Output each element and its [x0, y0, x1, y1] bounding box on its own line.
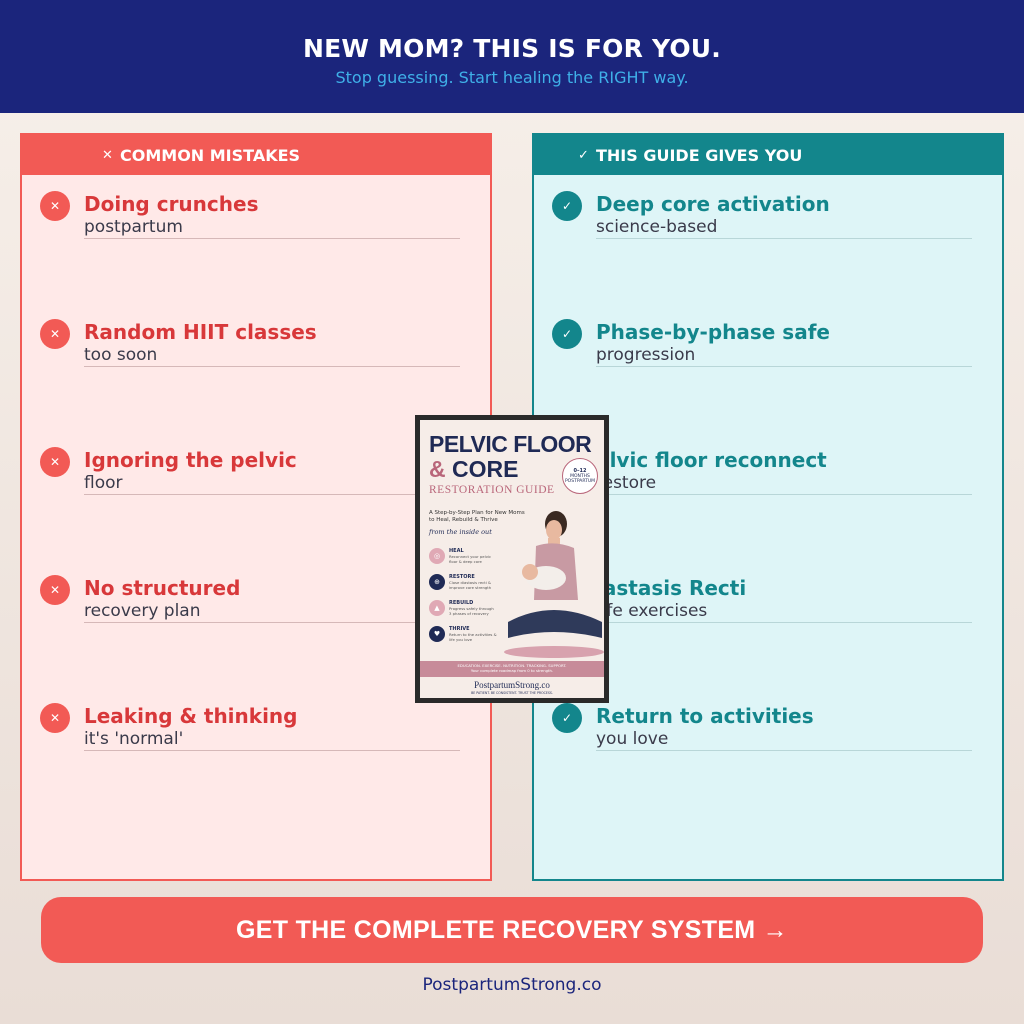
checkmark-icon: ✓	[552, 319, 582, 349]
book-tagline: A Step-by-Step Plan for New Moms to Heal…	[429, 510, 525, 523]
guide-benefits-header: ✓ THIS GUIDE GIVES YOU	[534, 135, 1002, 175]
benefit-subtitle: progression	[596, 345, 696, 365]
x-mark-icon: ✕	[40, 191, 70, 221]
mistake-item: ✕ Ignoring the pelvic floor	[40, 447, 462, 507]
common-mistakes-header: ✕ COMMON MISTAKES	[22, 135, 490, 175]
book-brand: PostpartumStrong.co	[474, 680, 550, 690]
benefit-subtitle: you love	[596, 729, 669, 749]
mistake-title: Ignoring the pelvic	[84, 448, 297, 472]
x-mark-icon: ✕	[102, 147, 113, 163]
x-mark-icon: ✕	[40, 447, 70, 477]
checkmark-icon: ✓	[552, 703, 582, 733]
benefit-item: ✓ Return to activities you love	[552, 703, 974, 763]
mistake-title: Random HIIT classes	[84, 320, 317, 344]
book-feature-band: EDUCATION. EXERCISE. NUTRITION. TRACKING…	[420, 661, 604, 677]
book-brand-tagline: BE PATIENT. BE CONSISTENT. TRUST THE PRO…	[471, 691, 553, 695]
benefit-subtitle: afe exercises	[596, 601, 708, 621]
guide-book-cover: PELVIC FLOOR & CORE RESTORATION GUIDE A …	[415, 415, 609, 703]
page-title: NEW MOM? THIS IS FOR YOU.	[302, 34, 722, 63]
common-mistakes-heading: COMMON MISTAKES	[120, 145, 301, 165]
benefit-item: ✓ Phase-by-phase safe progression	[552, 319, 974, 379]
mistake-item: ✕ No structured recovery plan	[40, 575, 462, 635]
header-banner: NEW MOM? THIS IS FOR YOU. Stop guessing.…	[0, 0, 1024, 113]
get-recovery-system-button[interactable]: GET THE COMPLETE RECOVERY SYSTEM →	[41, 897, 983, 963]
mistake-subtitle: floor	[84, 473, 123, 493]
benefit-item: ✓ iastasis Recti afe exercises	[552, 575, 974, 635]
checkmark-icon: ✓	[552, 191, 582, 221]
footer-url[interactable]: PostpartumStrong.co	[422, 975, 602, 995]
mistake-title: Leaking & thinking	[84, 704, 298, 728]
benefit-subtitle: science-based	[596, 217, 718, 237]
checkmark-icon: ✓	[578, 147, 589, 163]
mistake-item: ✕ Random HIIT classes too soon	[40, 319, 462, 379]
benefit-title: elvic floor reconnect	[596, 448, 827, 472]
mistake-subtitle: too soon	[84, 345, 158, 365]
mistake-subtitle: it's 'normal'	[84, 729, 184, 749]
benefit-title: Phase-by-phase safe	[596, 320, 830, 344]
x-mark-icon: ✕	[40, 575, 70, 605]
common-mistakes-panel: ✕ COMMON MISTAKES ✕ Doing crunches postp…	[20, 133, 492, 881]
book-subtitle: RESTORATION GUIDE	[429, 484, 555, 496]
mistake-item: ✕ Doing crunches postpartum	[40, 191, 462, 251]
book-title-line1: PELVIC FLOOR	[429, 431, 592, 457]
mistake-subtitle: postpartum	[84, 217, 183, 237]
heal-icon: ◎	[429, 548, 445, 564]
book-script: from the inside out	[429, 528, 492, 536]
page-subtitle: Stop guessing. Start healing the RIGHT w…	[335, 68, 689, 87]
x-mark-icon: ✕	[40, 319, 70, 349]
restore-icon: ⊕	[429, 574, 445, 590]
x-mark-icon: ✕	[40, 703, 70, 733]
mistake-title: Doing crunches	[84, 192, 259, 216]
book-title-line2: & CORE	[429, 456, 519, 482]
mistake-title: No structured	[84, 576, 241, 600]
guide-benefits-heading: THIS GUIDE GIVES YOU	[596, 145, 803, 165]
mistake-item: ✕ Leaking & thinking it's 'normal'	[40, 703, 462, 763]
postpartum-seal: 0–12 MONTHS POSTPARTUM	[562, 458, 598, 494]
benefit-subtitle: restore	[596, 473, 657, 493]
mother-with-baby-illustration	[504, 511, 604, 658]
benefit-item: ✓ Deep core activation science-based	[552, 191, 974, 251]
rebuild-icon: ▲	[429, 600, 445, 616]
benefit-title: Deep core activation	[596, 192, 830, 216]
benefit-item: ✓ elvic floor reconnect restore	[552, 447, 974, 507]
guide-benefits-panel: ✓ THIS GUIDE GIVES YOU ✓ Deep core activ…	[532, 133, 1004, 881]
benefit-title: Return to activities	[596, 704, 814, 728]
heart-icon: ♥	[429, 626, 445, 642]
benefit-title: iastasis Recti	[596, 576, 747, 600]
mistake-subtitle: recovery plan	[84, 601, 201, 621]
